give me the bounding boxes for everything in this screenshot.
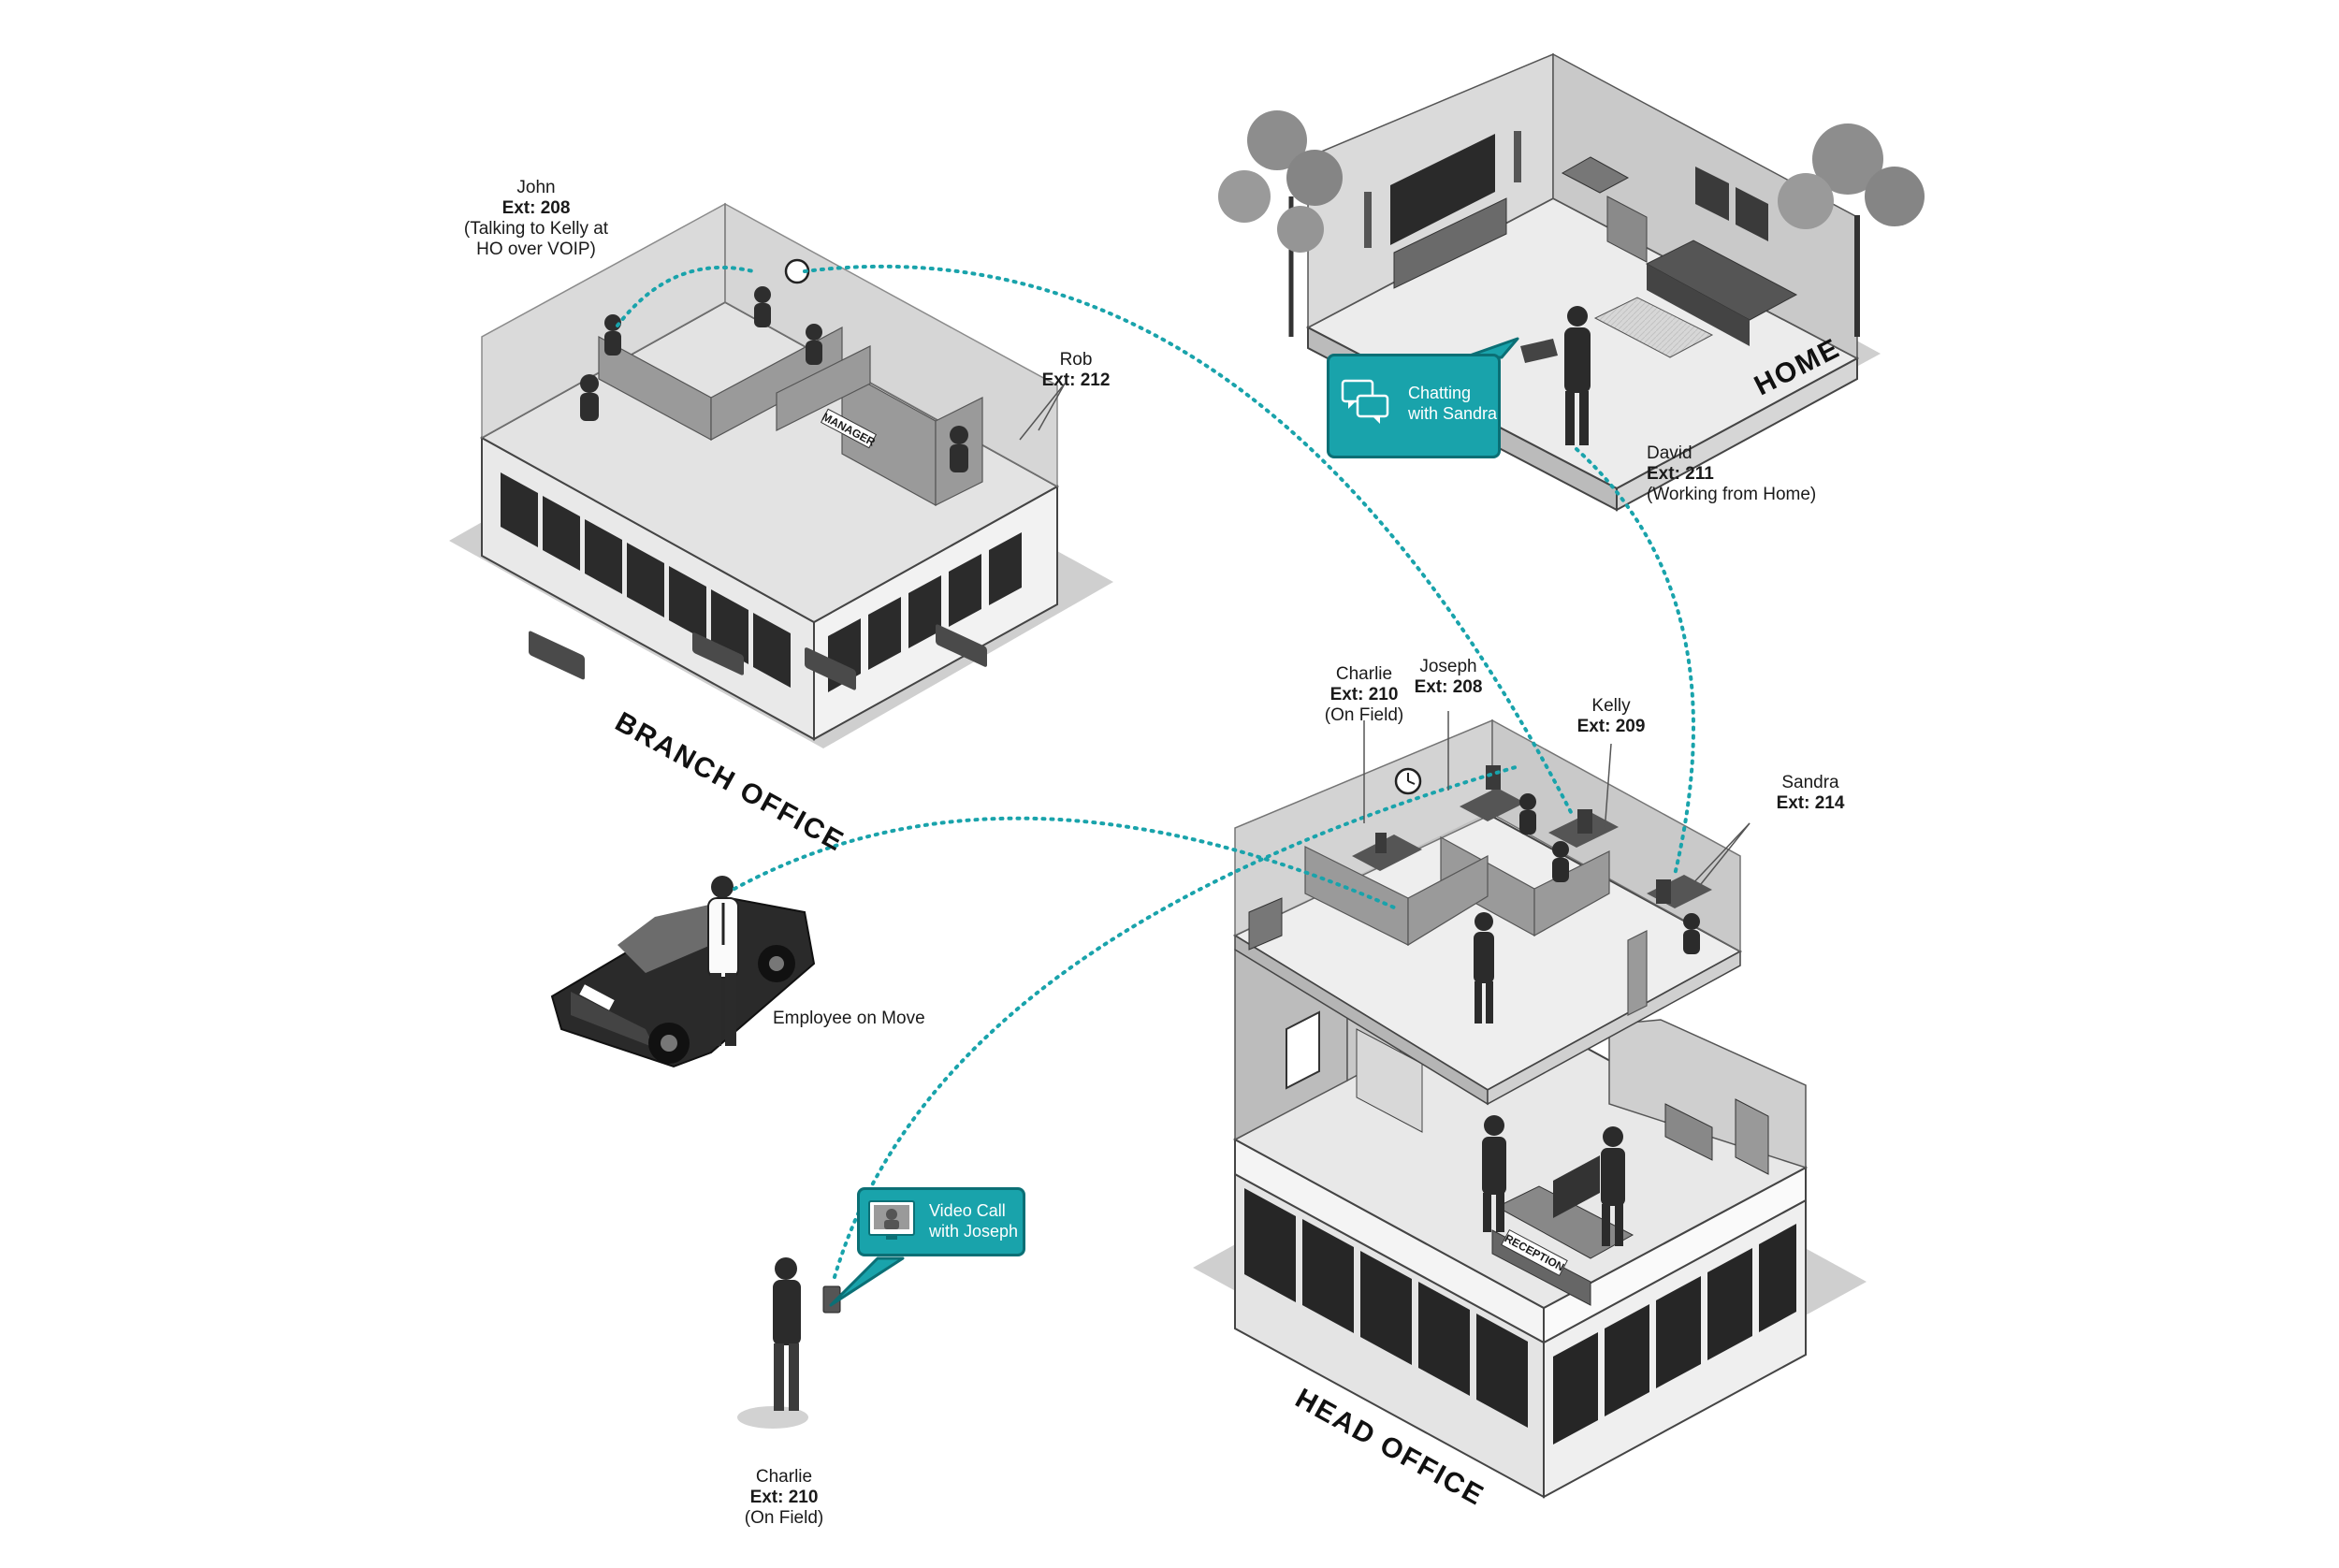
label-rob: Rob Ext: 212 [1042, 350, 1111, 391]
john-note-2: HO over VOIP) [476, 240, 596, 259]
video-screen-icon [868, 1200, 915, 1240]
charlie-head-note: (On Field) [1324, 705, 1404, 725]
chatting-bubble: Chatting with Sandra [1327, 354, 1501, 458]
label-joseph: Joseph Ext: 208 [1415, 657, 1483, 698]
chat-bubbles-icon [1341, 379, 1389, 424]
video-line-2: with Joseph [929, 1222, 1019, 1241]
charlie-head-name: Charlie [1335, 664, 1393, 684]
clock-icon [784, 258, 810, 284]
car-icon [550, 896, 816, 1068]
label-sandra: Sandra Ext: 214 [1777, 773, 1845, 814]
david-note: (Working from Home) [1647, 485, 1817, 504]
david-ext: Ext: 211 [1647, 464, 1714, 484]
label-charlie-head: Charlie Ext: 210 (On Field) [1325, 664, 1403, 726]
joseph-ext: Ext: 208 [1414, 677, 1483, 697]
label-charlie-field: Charlie Ext: 210 (On Field) [745, 1467, 823, 1529]
label-david: David Ext: 211 (Working from Home) [1647, 443, 1816, 505]
sandra-ext: Ext: 214 [1776, 793, 1845, 813]
charlie-field-ext: Ext: 210 [749, 1488, 819, 1507]
label-john: John Ext: 208 (Talking to Kelly at HO ov… [464, 178, 608, 260]
video-line-1: Video Call [929, 1201, 1006, 1220]
kelly-ext: Ext: 209 [1576, 717, 1646, 736]
chat-line-2: with Sandra [1408, 404, 1498, 423]
rob-ext: Ext: 212 [1041, 370, 1111, 390]
label-employee-on-move: Employee on Move [773, 1009, 925, 1029]
charlie-head-ext: Ext: 210 [1329, 685, 1399, 704]
head-office [1193, 719, 1867, 1499]
chat-line-1: Chatting [1408, 384, 1472, 402]
branch-office [449, 202, 1113, 748]
person-icon [1520, 306, 1591, 445]
sandra-name: Sandra [1781, 773, 1839, 792]
video-call-bubble: Video Call with Joseph [857, 1187, 1025, 1256]
john-note-1: (Talking to Kelly at [463, 219, 609, 239]
mover-name: Employee on Move [773, 1009, 925, 1028]
kelly-name: Kelly [1591, 696, 1631, 716]
charlie-field-name: Charlie [755, 1467, 813, 1487]
voip-links [616, 264, 1695, 1279]
rob-name: Rob [1059, 350, 1093, 370]
john-ext: Ext: 208 [501, 198, 571, 218]
charlie-field-note: (On Field) [744, 1508, 824, 1528]
home [1218, 52, 1925, 512]
tree-icon [1218, 110, 1343, 337]
label-kelly: Kelly Ext: 209 [1577, 696, 1646, 737]
david-name: David [1647, 443, 1693, 463]
tree-icon [1778, 123, 1925, 337]
person-icon [737, 1257, 841, 1429]
joseph-name: Joseph [1419, 657, 1477, 676]
person-icon [707, 876, 739, 1046]
john-name: John [516, 178, 556, 197]
